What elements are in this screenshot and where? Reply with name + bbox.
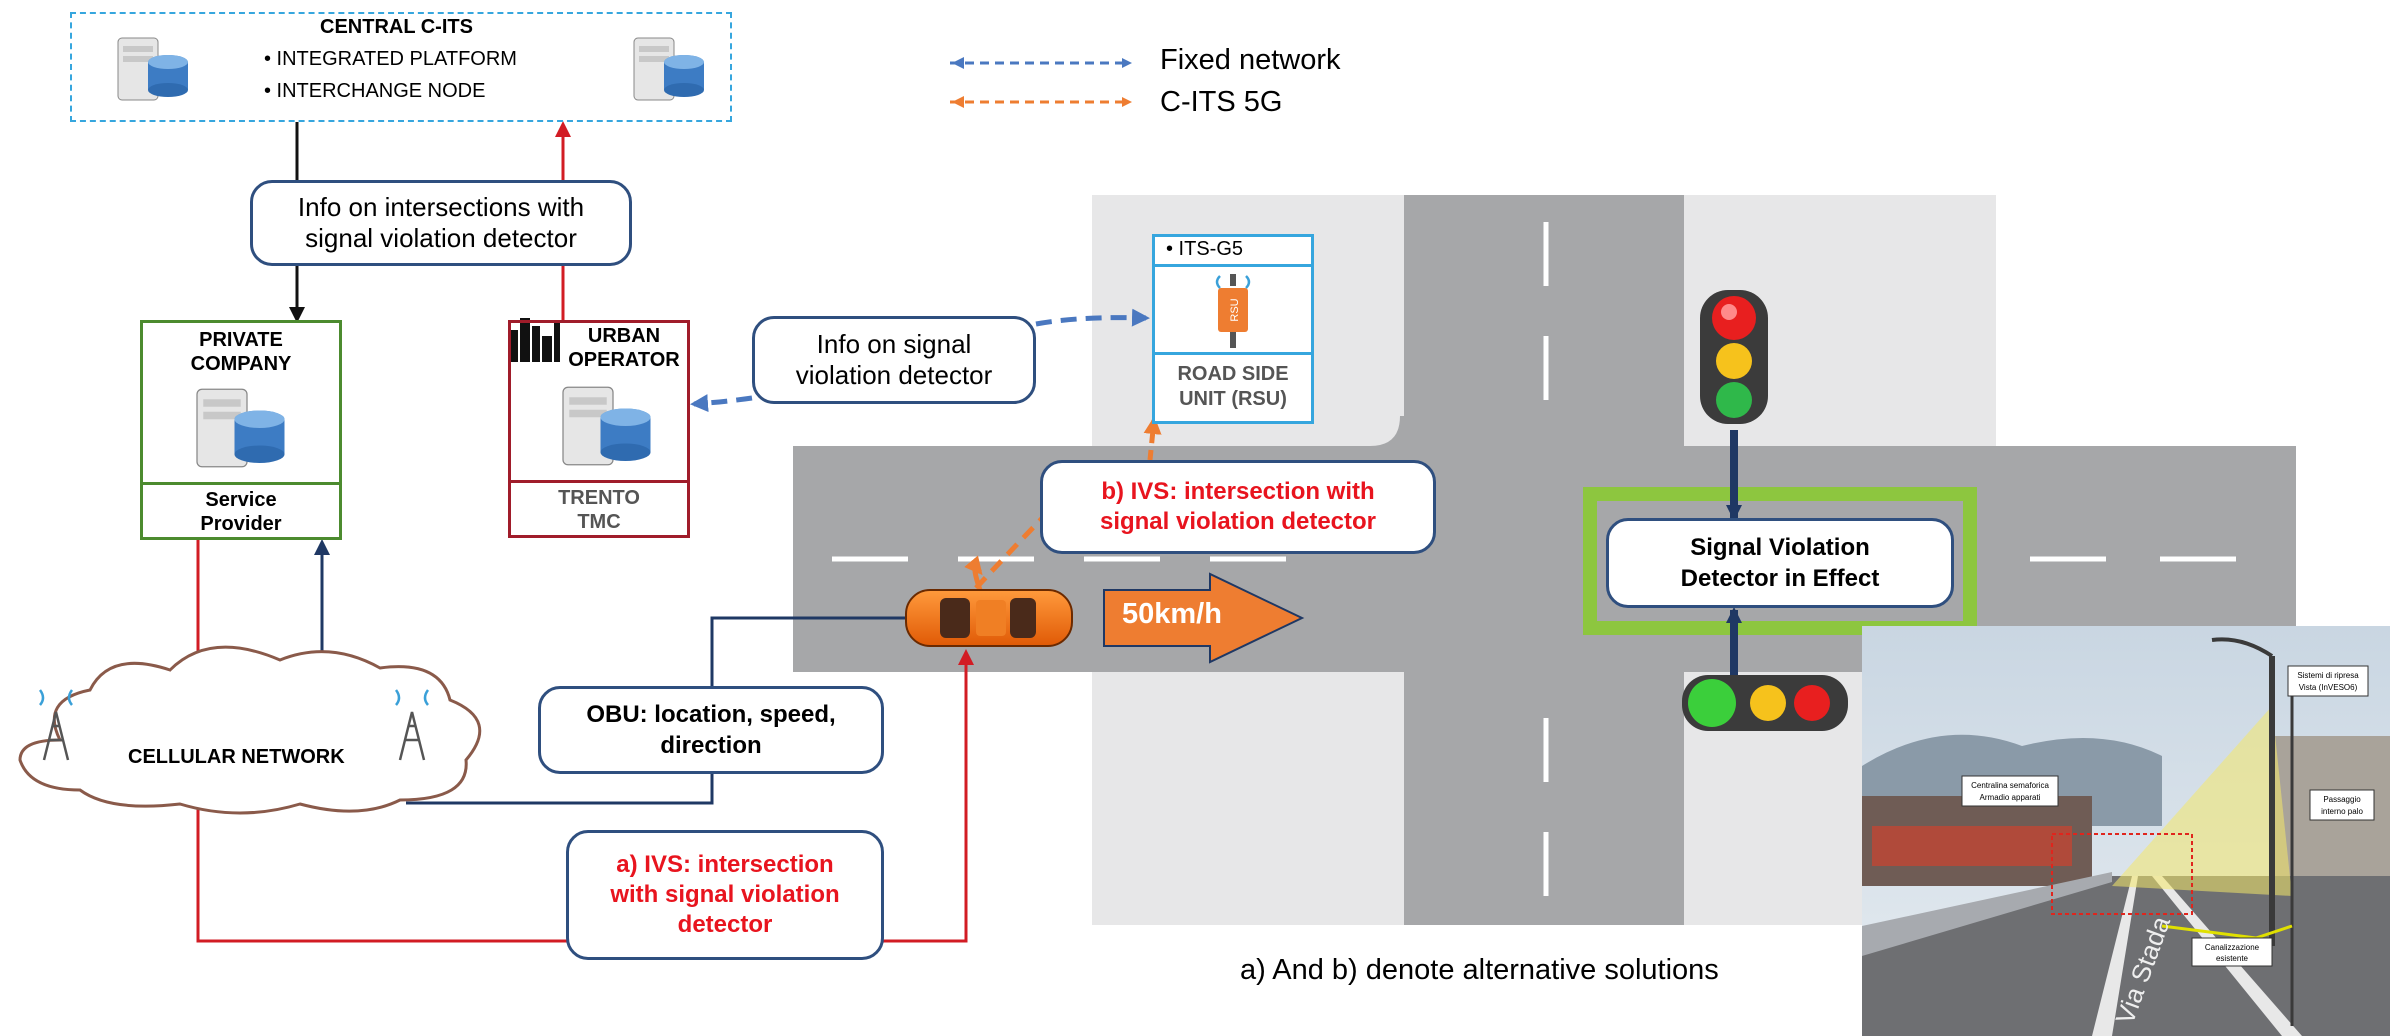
ivs-a-line: detector [677, 911, 773, 938]
server-icon [117, 37, 188, 101]
rsu-its-g5: • ITS-G5 [1166, 238, 1244, 260]
private-company-box [140, 320, 342, 540]
rsu-label-line: ROAD SIDE [1177, 363, 1289, 385]
info-signal-box: Info on signal violation detector [752, 316, 1036, 404]
info-intersections-box: Info on intersections with signal violat… [250, 180, 632, 266]
ivs-a-line: a) IVS: intersection [616, 851, 834, 878]
photo-label-4b: esistente [2216, 954, 2249, 963]
ivs-a-line: with signal violation [610, 881, 840, 908]
urban-operator-title-line: OPERATOR [568, 349, 680, 371]
cellular-cloud [18, 645, 482, 815]
detector-box: Signal Violation Detector in Effect [1606, 518, 1954, 608]
detector-line: Signal Violation [1690, 533, 1870, 561]
traffic-light-vertical [1700, 290, 1768, 424]
urban-operator-box [508, 320, 690, 538]
urban-operator-footer-line: TMC [577, 511, 621, 533]
connector-info-rsu [1035, 308, 1150, 327]
urban-operator-title: URBAN OPERATOR [560, 324, 688, 372]
lane-markings [832, 222, 2236, 896]
detector-frame [1583, 487, 1977, 635]
ivs-b-box: b) IVS: intersection with signal violati… [1040, 460, 1436, 554]
legend-fixed-arrow [950, 57, 1132, 69]
connector-ivs-car-head [964, 555, 983, 591]
info-signal-line: Info on signal [816, 328, 972, 359]
server-icon [562, 386, 651, 466]
photo-label-1a: Centralina semaforica [1971, 781, 2049, 790]
legend-fixed-label: Fixed network [1160, 44, 1341, 76]
obu-box: OBU: location, speed, direction [538, 686, 884, 774]
ivs-b-line: b) IVS: intersection with [1101, 478, 1375, 505]
central-cits-title: CENTRAL C-ITS [320, 16, 473, 38]
ivs-a-box: a) IVS: intersection with signal violati… [566, 830, 884, 960]
obu-line: direction [660, 732, 762, 759]
urban-operator-footer: TRENTO TMC [508, 486, 690, 534]
server-icon [633, 37, 704, 101]
central-cits-box [70, 12, 732, 122]
connector-ivs-rsu [1143, 416, 1162, 461]
photo-label-2a: Sistemi di ripresa [2297, 671, 2359, 680]
private-company-footer-line: Service [205, 489, 277, 511]
ivs-b-line: signal violation detector [1099, 508, 1377, 535]
photo-label-3b: interno palo [2321, 807, 2363, 816]
rsu-label-line: UNIT (RSU) [1179, 388, 1287, 410]
private-company-title: PRIVATE COMPANY [140, 328, 342, 376]
info-intersections-line: signal violation detector [305, 223, 577, 253]
cellular-network-label: CELLULAR NETWORK [128, 746, 345, 768]
photo-label-3a: Passaggio [2323, 795, 2361, 804]
city-skyline-icon [510, 318, 560, 362]
urban-operator-footer-line: TRENTO [558, 487, 640, 509]
private-company-title-line: COMPANY [190, 353, 292, 375]
info-intersections-line: Info on intersections with [297, 191, 585, 222]
antenna-icon [394, 689, 430, 761]
photo-label-2b: Vista (InVESO6) [2299, 683, 2358, 692]
connector-info-urban [690, 394, 753, 413]
rsu-badge: RSU [1229, 298, 1241, 321]
private-company-footer: Service Provider [140, 488, 342, 536]
server-icon [196, 388, 285, 468]
rsu-divider-top [1152, 264, 1314, 267]
street-photo: Centralina semaforica Armadio apparati S… [1862, 626, 2390, 1036]
legend-cits-arrow [950, 96, 1132, 108]
car-icon [905, 589, 1073, 647]
rsu-device-icon: RSU [1215, 274, 1251, 348]
obu-line: OBU: location, speed, [586, 700, 836, 728]
speed-label: 50km/h [1122, 598, 1222, 630]
urban-operator-title-line: URBAN [587, 325, 661, 347]
legend-cits-label: C-ITS 5G [1160, 86, 1283, 118]
private-company-divider [140, 482, 342, 485]
speed-arrow [1103, 572, 1305, 664]
rsu-divider-bottom [1152, 352, 1314, 355]
central-item-platform: • INTEGRATED PLATFORM [264, 48, 517, 70]
private-company-footer-line: Provider [200, 513, 282, 535]
alternatives-note: a) And b) denote alternative solutions [1240, 954, 1719, 986]
central-item-node: • INTERCHANGE NODE [264, 80, 486, 102]
antenna-icon [38, 689, 74, 761]
traffic-light-horizontal [1682, 675, 1848, 731]
photo-label-4a: Canalizzazione [2205, 943, 2260, 952]
detector-line: Detector in Effect [1680, 565, 1880, 592]
urban-operator-divider [508, 480, 690, 483]
rsu-label: ROAD SIDE UNIT (RSU) [1152, 362, 1314, 412]
info-signal-line: violation detector [795, 360, 993, 390]
photo-label-1b: Armadio apparati [1980, 793, 2041, 802]
private-company-title-line: PRIVATE [199, 329, 283, 351]
